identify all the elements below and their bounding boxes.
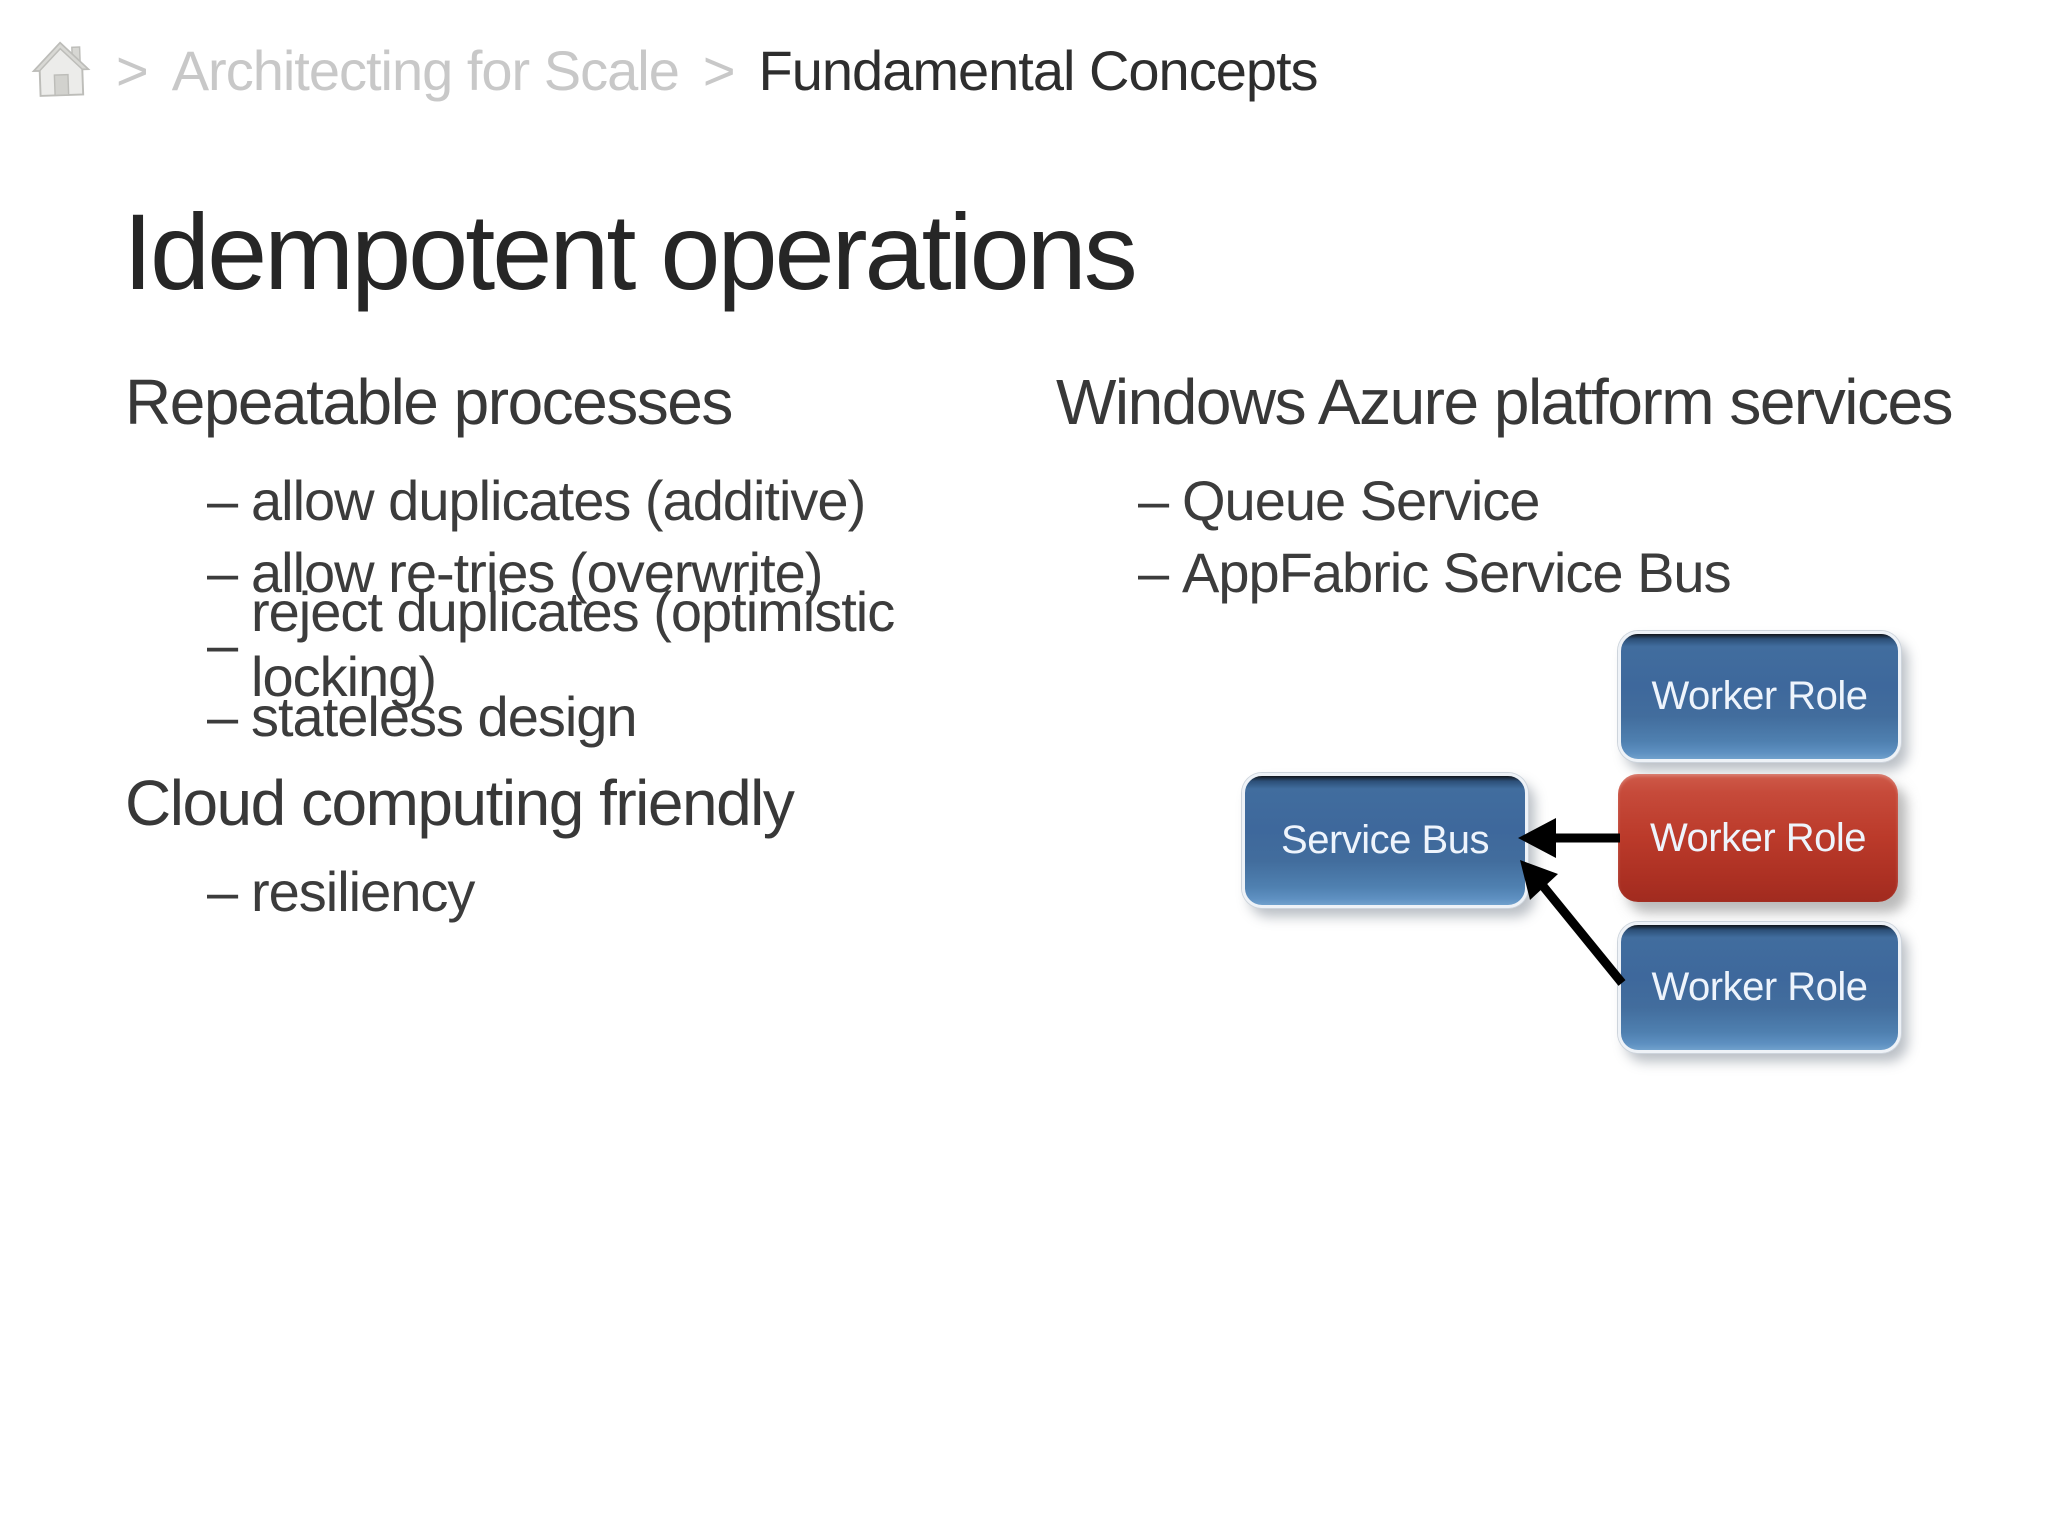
bullet-text: resiliency: [251, 859, 475, 923]
node-label: Worker Role: [1649, 815, 1867, 860]
diagram-node-worker-role-middle: Worker Role: [1618, 774, 1898, 902]
right-column: Windows Azure platform services – Queue …: [1056, 370, 1956, 608]
list-item: – AppFabric Service Bus: [1056, 536, 1956, 608]
bullet-text: allow duplicates (additive): [251, 468, 866, 532]
list-item: – stateless design: [125, 680, 1005, 752]
arrow-worker-middle-to-service-bus: [1518, 818, 1620, 858]
bullet-list: – Queue Service – AppFabric Service Bus: [1056, 464, 1956, 608]
list-item: – Queue Service: [1056, 464, 1956, 536]
list-item: – resiliency: [125, 855, 1005, 927]
home-icon[interactable]: [29, 38, 93, 102]
section-heading-cloud-computing: Cloud computing friendly: [125, 767, 795, 839]
node-label: Worker Role: [1651, 965, 1868, 1009]
list-item: – allow re-tries (overwrite): [125, 536, 1005, 608]
arrow-worker-bottom-to-service-bus: [1520, 860, 1626, 986]
bullet-text: reject duplicates (optimistic locking): [251, 580, 895, 708]
bullet-list: – resiliency: [125, 855, 1005, 927]
bullet-text: allow re-tries (overwrite): [251, 540, 823, 604]
node-label: Service Bus: [1281, 818, 1489, 862]
bullet-dash-icon: –: [1138, 468, 1169, 532]
bullet-text: Queue Service: [1182, 468, 1540, 532]
section-heading-azure-services: Windows Azure platform services: [1056, 366, 1954, 438]
section-heading-repeatable-processes: Repeatable processes: [125, 366, 733, 438]
bullet-text: AppFabric Service Bus: [1182, 540, 1732, 604]
node-label: Worker Role: [1651, 674, 1868, 718]
bullet-dash-icon: –: [207, 612, 238, 676]
bullet-list: – allow duplicates (additive) – allow re…: [125, 464, 1005, 752]
diagram-node-worker-role-top: Worker Role: [1618, 631, 1901, 762]
breadcrumb-separator: >: [116, 38, 149, 102]
left-column: Repeatable processes – allow duplicates …: [125, 370, 1005, 927]
diagram-node-service-bus: Service Bus: [1242, 773, 1528, 908]
bullet-dash-icon: –: [207, 540, 238, 604]
breadcrumb: > Architecting for Scale > Fundamental C…: [29, 34, 1319, 106]
bullet-text: stateless design: [251, 684, 638, 748]
bullet-dash-icon: –: [207, 859, 238, 923]
breadcrumb-current: Fundamental Concepts: [758, 38, 1319, 102]
list-item: – reject duplicates (optimistic locking): [125, 580, 1005, 708]
bullet-dash-icon: –: [207, 684, 238, 748]
breadcrumb-parent-link[interactable]: Architecting for Scale: [171, 38, 680, 102]
page-title: Idempotent operations: [123, 191, 1138, 312]
breadcrumb-separator: >: [702, 38, 736, 102]
list-item: – allow duplicates (additive): [125, 464, 1005, 536]
bullet-dash-icon: –: [207, 468, 238, 532]
diagram-node-worker-role-bottom: Worker Role: [1618, 922, 1901, 1053]
bullet-dash-icon: –: [1138, 540, 1169, 604]
